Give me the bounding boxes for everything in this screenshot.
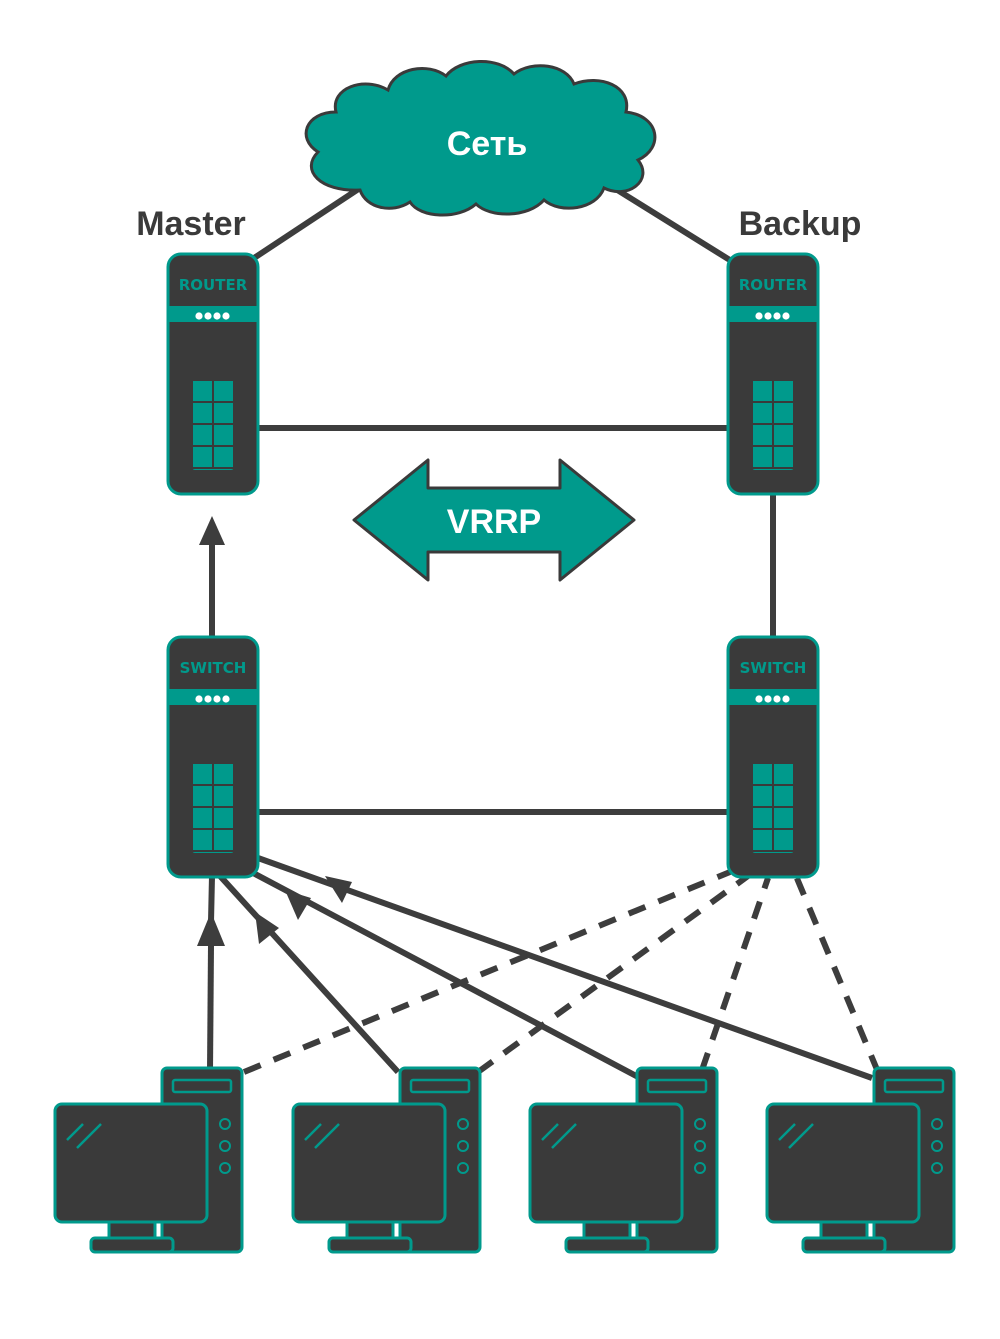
link-pc2-master-switch bbox=[217, 873, 401, 1075]
link-pc4-master-switch bbox=[256, 855, 874, 1081]
backup-switch-label: SWITCH bbox=[740, 659, 807, 677]
backup-label: Backup bbox=[739, 205, 862, 243]
dashed-pc1-backup-switch bbox=[242, 869, 732, 1075]
backup-router-label: ROUTER bbox=[739, 276, 808, 294]
dashed-pc2-backup-switch bbox=[476, 873, 750, 1075]
network-label: Сеть bbox=[447, 125, 528, 163]
arrow-pc1-to-switch bbox=[197, 912, 225, 946]
dashed-pc4-backup-switch bbox=[793, 874, 881, 1074]
master-label: Master bbox=[136, 205, 246, 243]
arrow-pc3-to-switch bbox=[285, 890, 311, 920]
computer-4 bbox=[765, 1066, 956, 1254]
vrrp-arrow: VRRP bbox=[352, 458, 636, 582]
link-pc1-master-switch bbox=[207, 944, 214, 1073]
vrrp-label: VRRP bbox=[447, 503, 541, 541]
master-router: ROUTER bbox=[166, 252, 260, 496]
computer-3 bbox=[528, 1066, 719, 1254]
master-router-label: ROUTER bbox=[179, 276, 248, 294]
master-switch: SWITCH bbox=[166, 635, 260, 879]
arrow-pc4-to-switch bbox=[325, 876, 352, 903]
computer-1 bbox=[53, 1066, 244, 1254]
link-network-master bbox=[246, 185, 362, 265]
arrow-pc2-to-switch bbox=[255, 912, 279, 944]
network-cloud: Сеть bbox=[304, 60, 657, 217]
backup-switch: SWITCH bbox=[726, 635, 820, 879]
master-switch-label: SWITCH bbox=[180, 659, 247, 677]
arrow-switch-to-router bbox=[199, 516, 225, 545]
backup-links bbox=[242, 869, 881, 1075]
dashed-pc3-backup-switch bbox=[699, 877, 771, 1071]
backup-router: ROUTER bbox=[726, 252, 820, 496]
computer-2 bbox=[291, 1066, 482, 1254]
arrowheads bbox=[197, 516, 352, 946]
